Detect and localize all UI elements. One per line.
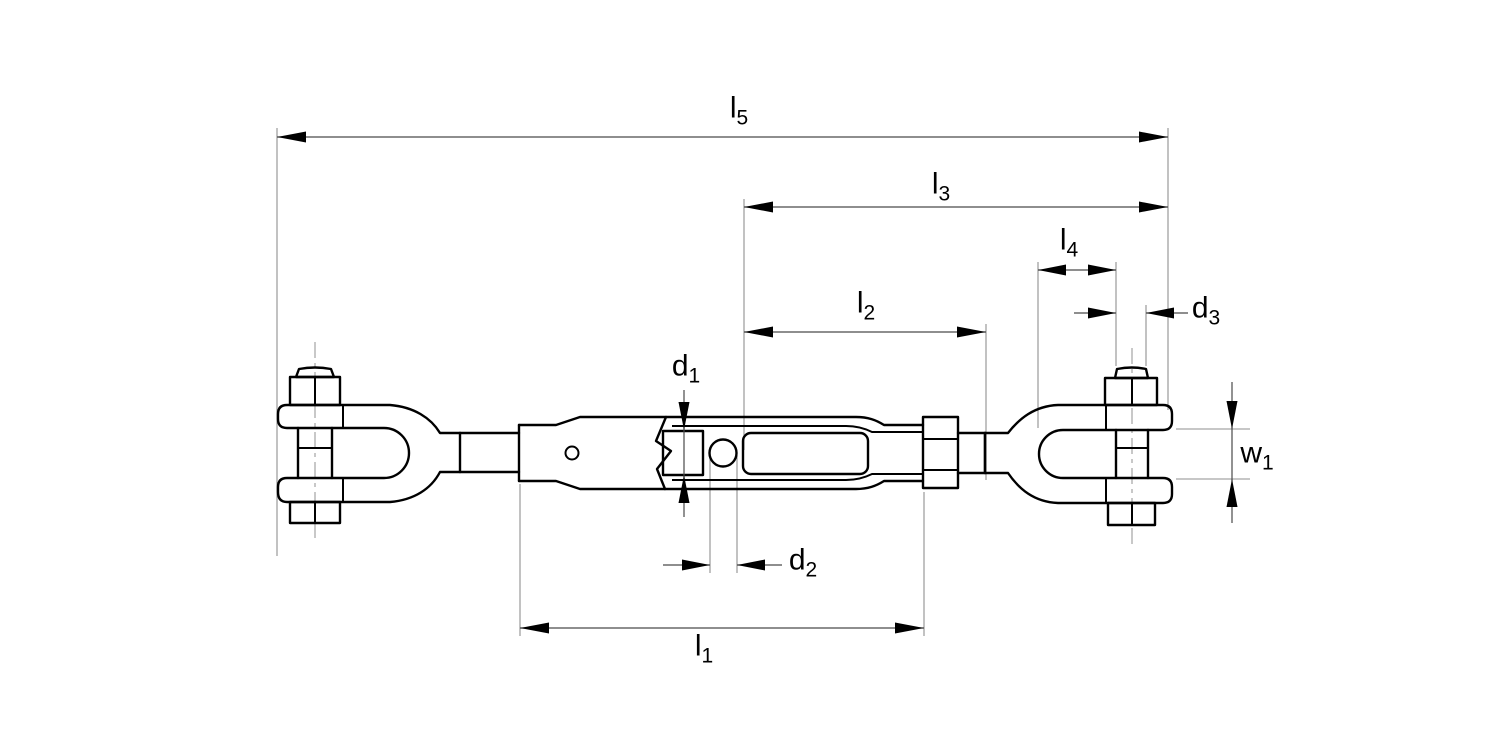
right-jaw (983, 403, 1174, 505)
left-bolt-shank (296, 426, 334, 480)
left-jaw (276, 403, 462, 504)
dim-label-l4: l4 (1059, 223, 1079, 262)
dim-label-l2: l2 (856, 286, 876, 325)
body-left-hole (564, 445, 580, 461)
break-line (654, 415, 673, 491)
body-bottom-edge (517, 479, 925, 491)
right-bolt-head-cap (1113, 366, 1150, 380)
body (517, 415, 960, 491)
hex-section (921, 415, 960, 490)
dim-label-l1: l1 (694, 629, 714, 668)
body-inner-bottom (672, 473, 923, 481)
right-bolt-shank (1114, 428, 1150, 480)
body-top-edge (517, 415, 925, 427)
dim-label-w1: w1 (1240, 436, 1274, 475)
dim-l1 (520, 622, 924, 634)
dim-label-d1: d1 (671, 349, 701, 388)
dim-l2 (744, 326, 986, 338)
dim-l3 (744, 201, 1168, 213)
dim-w1 (1226, 382, 1238, 523)
dim-label-d2: d2 (788, 543, 818, 582)
dim-label-l3: l3 (931, 167, 951, 206)
right-jaw-bolt (1103, 366, 1159, 527)
right-rod-in-body (741, 431, 870, 476)
left-bolt-head-cap (294, 366, 336, 379)
right-rod (956, 431, 987, 475)
dim-d2 (663, 559, 782, 571)
dim-label-d3: d3 (1191, 291, 1221, 330)
dim-l4 (1038, 264, 1116, 276)
left-rod-end-section (661, 429, 705, 477)
left-rod (458, 431, 521, 474)
body-inspection-hole (708, 438, 738, 468)
body-inner-top (672, 425, 923, 433)
left-jaw-bolt (288, 366, 342, 525)
dim-d1 (678, 390, 690, 517)
centre-lines (314, 342, 1133, 545)
dim-d3 (1074, 307, 1188, 319)
dim-l5 (277, 131, 1168, 143)
dim-label-l5: l5 (729, 91, 749, 130)
